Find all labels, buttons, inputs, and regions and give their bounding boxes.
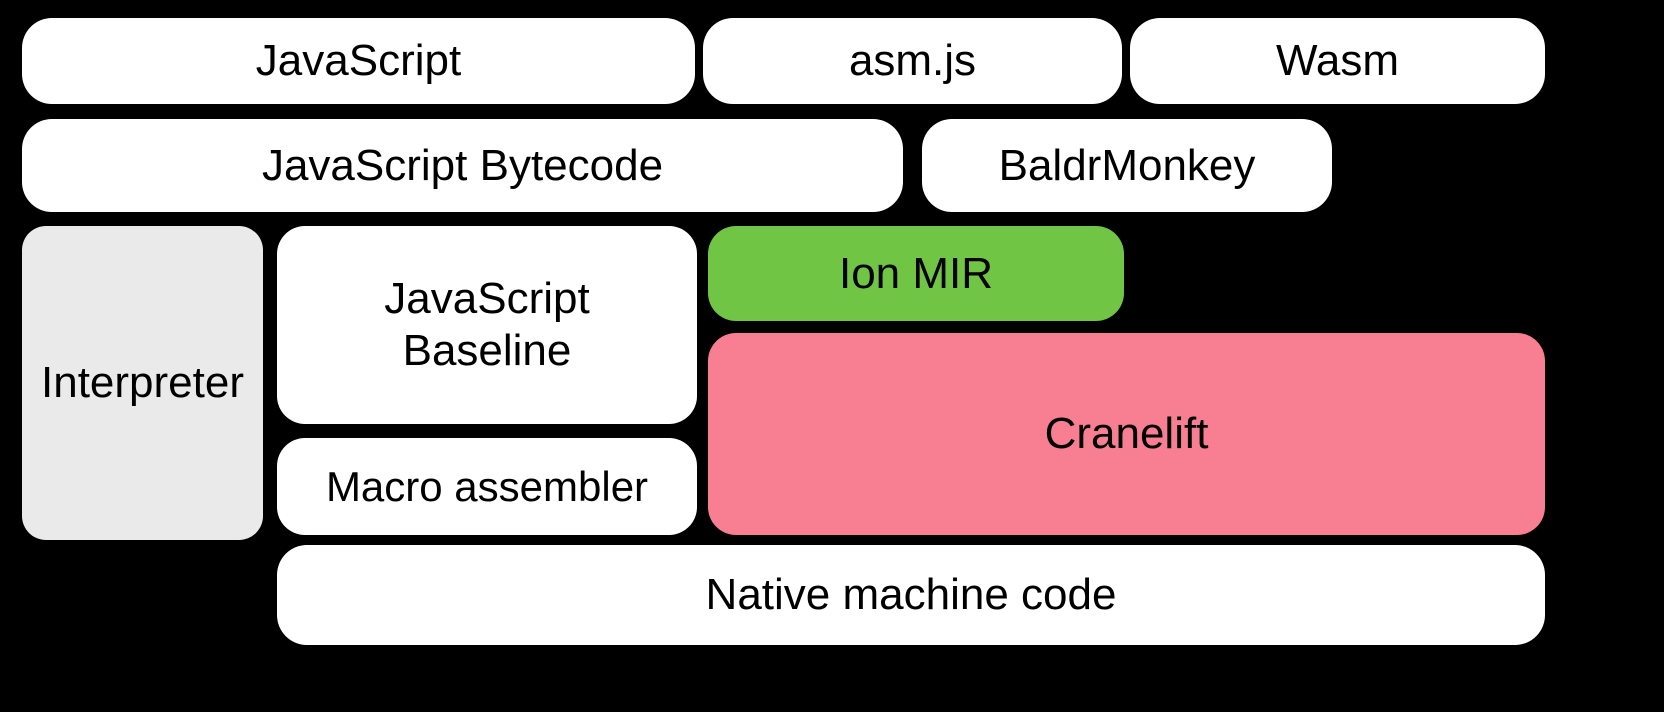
- node-javascript-baseline[interactable]: JavaScript Baseline: [277, 226, 697, 424]
- node-cranelift[interactable]: Cranelift: [708, 333, 1545, 535]
- node-native-machine-code[interactable]: Native machine code: [277, 545, 1545, 645]
- node-baldrmonkey[interactable]: BaldrMonkey: [922, 119, 1332, 212]
- node-macro-assembler[interactable]: Macro assembler: [277, 438, 697, 535]
- node-wasm[interactable]: Wasm: [1130, 18, 1545, 104]
- node-interpreter[interactable]: Interpreter: [22, 226, 263, 540]
- node-javascript[interactable]: JavaScript: [22, 18, 695, 104]
- node-asm-js[interactable]: asm.js: [703, 18, 1122, 104]
- node-javascript-bytecode[interactable]: JavaScript Bytecode: [22, 119, 903, 212]
- node-ion-mir[interactable]: Ion MIR: [708, 226, 1124, 321]
